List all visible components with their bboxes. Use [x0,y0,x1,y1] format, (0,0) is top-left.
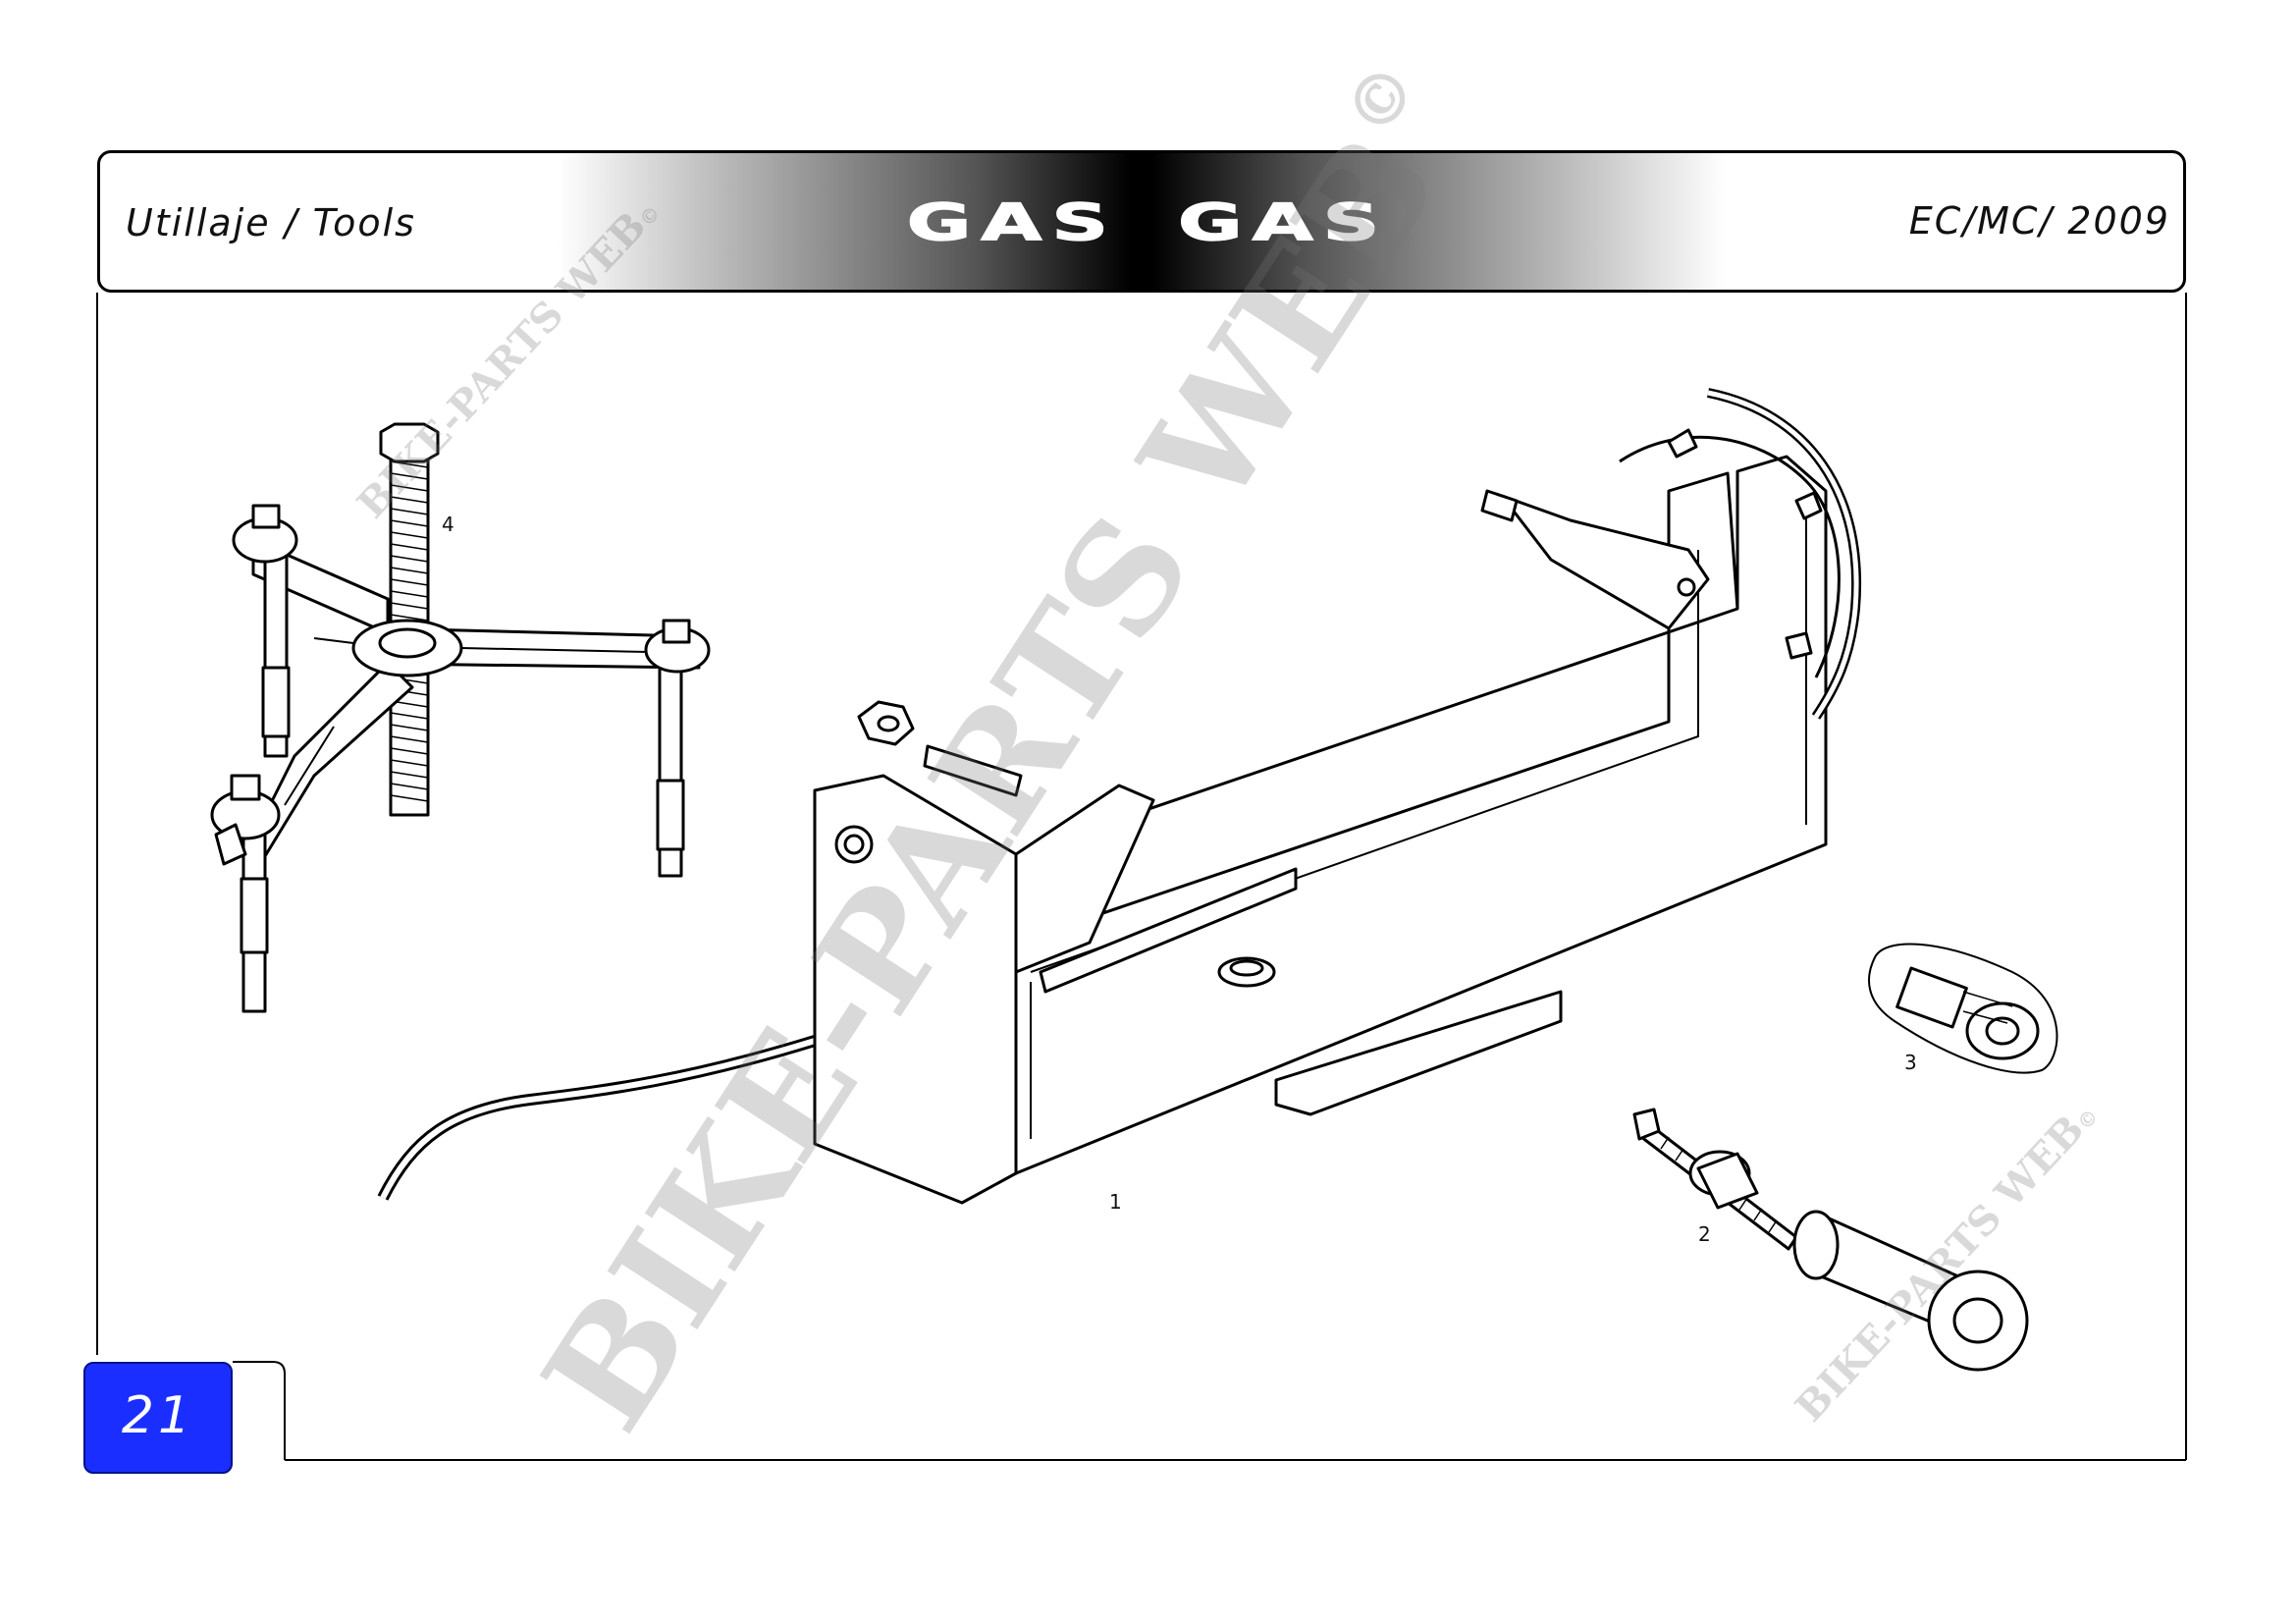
page-number: 21 [121,1386,195,1445]
callout-3: 3 [1904,1051,1917,1074]
tool-1-stand [377,388,1862,1205]
tool-3-adapter [1868,943,2058,1074]
header-bar [97,150,2186,293]
page-frame [96,293,2187,1461]
tool-2-extractor [1632,1108,2029,1372]
callout-4: 4 [442,513,454,536]
callout-2: 2 [1698,1222,1711,1246]
brand-logo-right: GAS [1177,192,1390,253]
tool-4-puller [210,422,711,1013]
section-title: Utillaje / Tools [126,201,416,244]
model-year: EC/MC/ 2009 [1908,199,2170,243]
callout-1: 1 [1109,1190,1122,1214]
brand-logo: GAS GAS [0,177,2296,268]
page-number-tab [83,1362,233,1474]
brand-logo-left: GAS [906,192,1118,253]
